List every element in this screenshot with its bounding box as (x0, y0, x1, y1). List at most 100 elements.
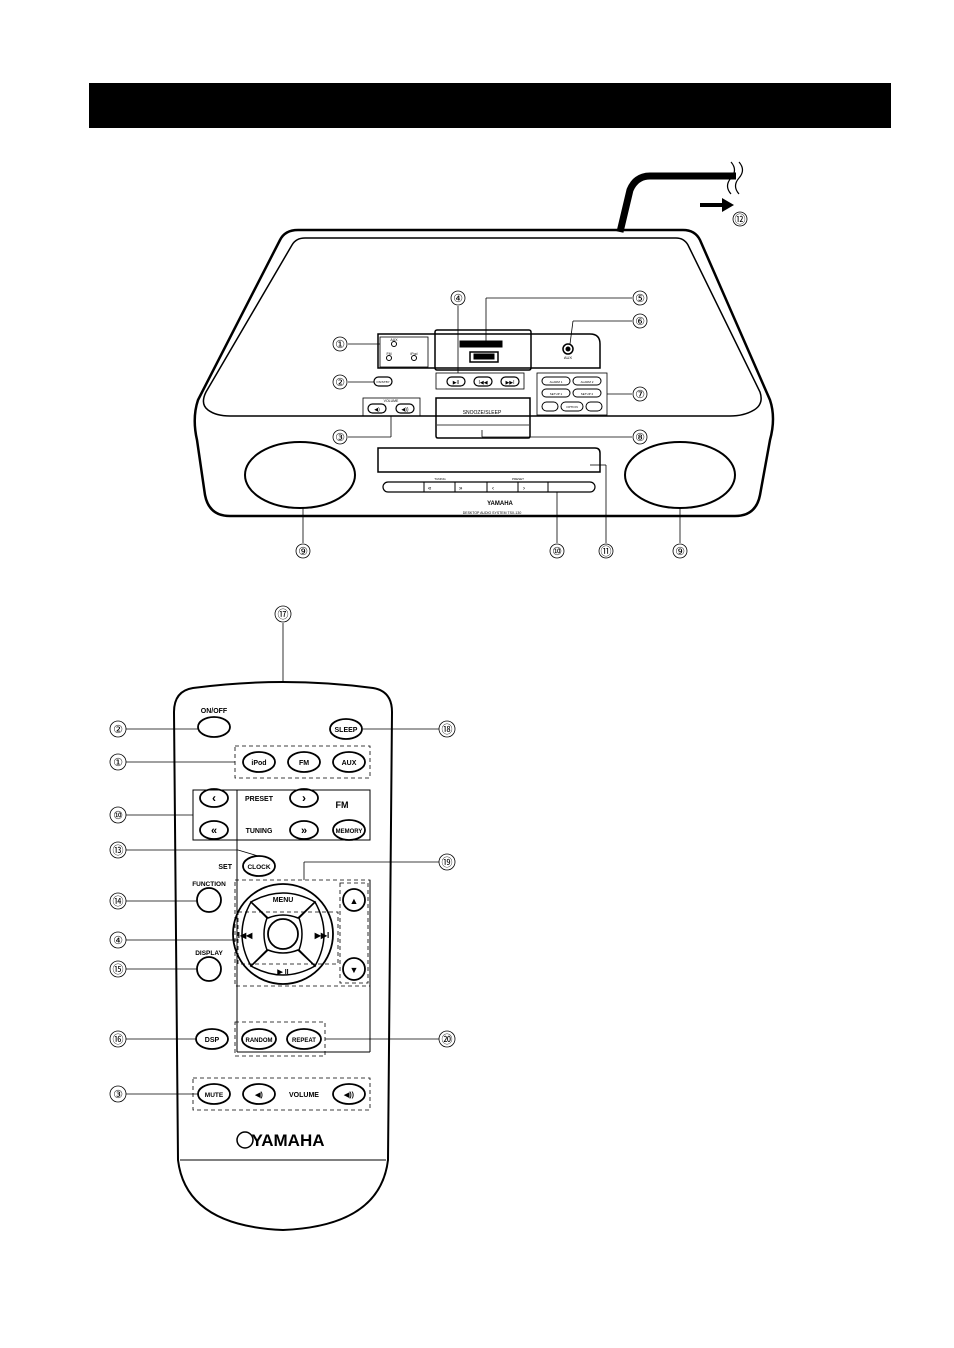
volume-up-button-remote[interactable] (332, 1083, 366, 1105)
callout-4-remote: ④ (113, 934, 123, 947)
tuning-down-button[interactable] (199, 820, 229, 840)
volume-down-button-remote[interactable] (242, 1083, 276, 1105)
front-tuning-label: TUNING (434, 477, 446, 481)
unit-body (193, 228, 775, 518)
power-cord (616, 172, 736, 233)
unit-brand-logo: YAMAHA (487, 501, 513, 507)
fm-button[interactable] (287, 751, 321, 773)
setup2-button[interactable] (572, 388, 602, 398)
memory-label: MEMORY (336, 829, 363, 835)
enter-button[interactable] (267, 918, 299, 950)
callout-14: ⑭ (113, 895, 124, 908)
right-speaker (624, 441, 736, 509)
setup2-label: SETUP 2 (581, 392, 594, 396)
aux-button[interactable] (332, 751, 366, 773)
chevron-left-icon: ‹ (212, 791, 216, 805)
function-label: FUNCTION (192, 881, 226, 888)
volume-up-button[interactable] (395, 403, 415, 414)
left-speaker (244, 441, 356, 509)
skip-back-button-remote[interactable] (241, 900, 268, 968)
callout-3: ③ (335, 431, 345, 444)
aux-jack[interactable] (562, 343, 574, 355)
skip-back-button[interactable] (473, 376, 493, 387)
down-button[interactable] (342, 957, 366, 981)
callout-3-remote: ③ (113, 1088, 123, 1101)
memory-button[interactable] (332, 819, 366, 841)
random-button[interactable] (241, 1028, 277, 1050)
nav-ring (232, 883, 334, 985)
callout-20: ⑳ (442, 1033, 453, 1046)
led-aux-label: AUX (390, 338, 398, 342)
dock-connector[interactable] (469, 351, 499, 363)
menu-label: MENU (273, 897, 294, 904)
preset-up-icon: › (523, 486, 525, 492)
minus-button[interactable] (541, 401, 559, 412)
speaker-low-icon: ◀) (254, 1092, 263, 1099)
remote-control (172, 623, 394, 1232)
callout-1: ① (335, 338, 345, 351)
snooze-sleep-button[interactable] (435, 397, 531, 439)
up-arrow-icon: ▲ (350, 896, 359, 906)
callout-2: ② (335, 376, 345, 389)
skip-back-icon-remote: I◀◀ (238, 931, 253, 940)
fm-label: FM (299, 760, 309, 767)
callout-9-right: ⑨ (675, 545, 685, 558)
menu-nav-group (234, 879, 371, 987)
setup1-button[interactable] (541, 388, 571, 398)
preset-down-icon: ‹ (492, 486, 494, 492)
callout-17: ⑰ (278, 608, 289, 621)
volume-down-button[interactable] (367, 403, 387, 414)
volume-label: VOLUME (384, 399, 399, 403)
random-label: RANDOM (246, 1038, 273, 1044)
unit-model-label: DESKTOP AUDIO SYSTEM TSX-130 (463, 511, 522, 515)
callout-10-remote: ⑩ (113, 809, 123, 822)
alarm1-label: ALARM 1 (550, 380, 563, 384)
alarm1-button[interactable] (541, 376, 571, 386)
on-off-button[interactable] (197, 716, 231, 738)
yamaha-emblem-icon (236, 1131, 254, 1149)
led-fm-label: FM (386, 352, 391, 356)
unit-callouts: ① ② ③ ④ ⑤ ⑥ ⑦ ⑧ ⑨ ⑨ ⑩ ⑪ ⑫ (295, 211, 748, 559)
preset-down-button[interactable] (199, 788, 229, 808)
alarm2-button[interactable] (572, 376, 602, 386)
mute-label: MUTE (205, 1092, 224, 1099)
function-button[interactable] (196, 887, 222, 913)
skip-forward-button-remote[interactable] (298, 900, 325, 968)
remote-body (172, 681, 394, 1232)
plus-button[interactable] (585, 401, 603, 412)
dock-recess (377, 333, 601, 369)
callout-9-left: ⑨ (298, 545, 308, 558)
repeat-label: REPEAT (292, 1038, 316, 1044)
option-button[interactable] (560, 401, 584, 412)
remote-callouts: ⑰ ② ① ⑩ ⑬ ⑭ ④ ⑮ ⑯ ③ ⑱ ⑲ ⑳ (109, 605, 456, 1103)
play-pause-button[interactable] (446, 376, 466, 387)
speaker-high-icon: ◀)) (343, 1092, 354, 1099)
remote-labels: ON/OFF SLEEP iPod FM AUX PRESET FM TUNIN… (192, 708, 362, 1150)
dsp-label: DSP (205, 1037, 220, 1044)
on-standby-button[interactable] (373, 376, 393, 387)
display-button[interactable] (196, 956, 222, 982)
play-pause-icon: ▶II (453, 380, 460, 386)
option-label: OPTION (566, 405, 578, 409)
repeat-button[interactable] (286, 1028, 322, 1050)
ipod-button[interactable] (242, 751, 276, 773)
tuning-up-button[interactable] (289, 820, 319, 840)
aux-jack-label: AUX (564, 355, 573, 360)
on-off-label: ON/OFF (201, 708, 228, 715)
aux-label: AUX (342, 760, 357, 767)
sleep-button[interactable] (329, 718, 363, 740)
callout-13: ⑬ (113, 844, 124, 857)
clock-button[interactable] (242, 855, 276, 877)
callout-11: ⑪ (601, 545, 612, 558)
ipod-label: iPod (251, 760, 266, 767)
skip-forward-button[interactable] (500, 376, 520, 387)
preset-label: PRESET (245, 796, 274, 803)
dock-cover (459, 340, 503, 348)
on-standby-label: ON/STBY (376, 380, 389, 384)
callout-19: ⑲ (442, 856, 453, 869)
preset-up-button[interactable] (289, 788, 319, 808)
down-arrow-icon: ▼ (350, 965, 359, 975)
up-button[interactable] (342, 888, 366, 912)
play-pause-label: ▶ II (276, 969, 288, 976)
